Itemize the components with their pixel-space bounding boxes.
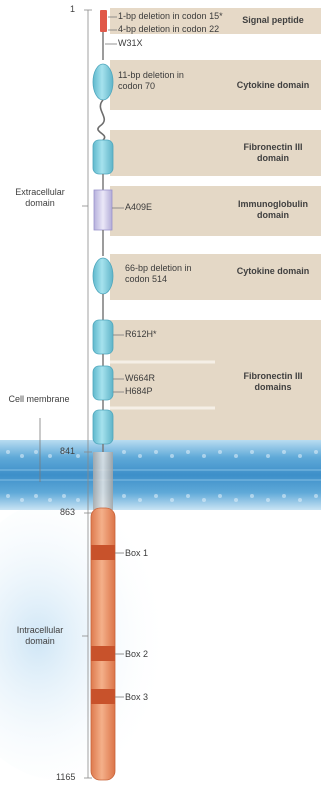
- fn3-domain-4: [93, 410, 113, 444]
- position-start: 1: [70, 4, 75, 15]
- domain-label-immunoglobulin: Immunoglobulin domain: [230, 199, 316, 221]
- ig-domain: [94, 190, 112, 230]
- position-tm-start: 841: [60, 446, 75, 457]
- box-3-band: [91, 689, 115, 704]
- box-1-band: [91, 545, 115, 560]
- fn3-domain-2: [93, 320, 113, 354]
- mutation-label-4: 11-bp deletion in codon 70: [118, 70, 208, 92]
- fn3-domain-3: [93, 366, 113, 400]
- fn3-domain-1: [93, 140, 113, 174]
- box-2-band: [91, 646, 115, 661]
- cytokine-domain-2: [93, 258, 113, 294]
- mutation-label-7: R612H*: [125, 329, 157, 340]
- mutation-label-1: 1-bp deletion in codon 15*: [118, 11, 223, 22]
- position-tm-end: 863: [60, 507, 75, 518]
- mutation-label-9: H684P: [125, 386, 153, 397]
- mutation-label-6: 66-bp deletion in codon 514: [125, 263, 215, 285]
- transmembrane-segment: [93, 452, 113, 510]
- box-label-2: Box 2: [125, 649, 148, 660]
- mutation-label-2: 4-bp deletion in codon 22: [118, 24, 219, 35]
- region-label-intracellular: Intracellular domain: [2, 625, 78, 647]
- box-label-1: Box 1: [125, 548, 148, 559]
- region-label-cell-membrane: Cell membrane: [8, 394, 70, 405]
- region-label-extracellular: Extracellular domain: [2, 187, 78, 209]
- domain-label-cytokine-1: Cytokine domain: [225, 80, 321, 91]
- signal-peptide: [100, 10, 107, 32]
- mutation-label-3: W31X: [118, 38, 143, 49]
- mutation-label-5: A409E: [125, 202, 152, 213]
- cytokine-domain-1: [93, 64, 113, 100]
- domain-label-fibronectin-2: Fibronectin III domains: [238, 371, 308, 393]
- mutation-label-8: W664R: [125, 373, 155, 384]
- domain-label-fibronectin-1: Fibronectin III domain: [238, 142, 308, 164]
- domain-label-signal-peptide: Signal peptide: [225, 15, 321, 26]
- position-end: 1165: [56, 772, 75, 783]
- domain-label-cytokine-2: Cytokine domain: [225, 266, 321, 277]
- box-label-3: Box 3: [125, 692, 148, 703]
